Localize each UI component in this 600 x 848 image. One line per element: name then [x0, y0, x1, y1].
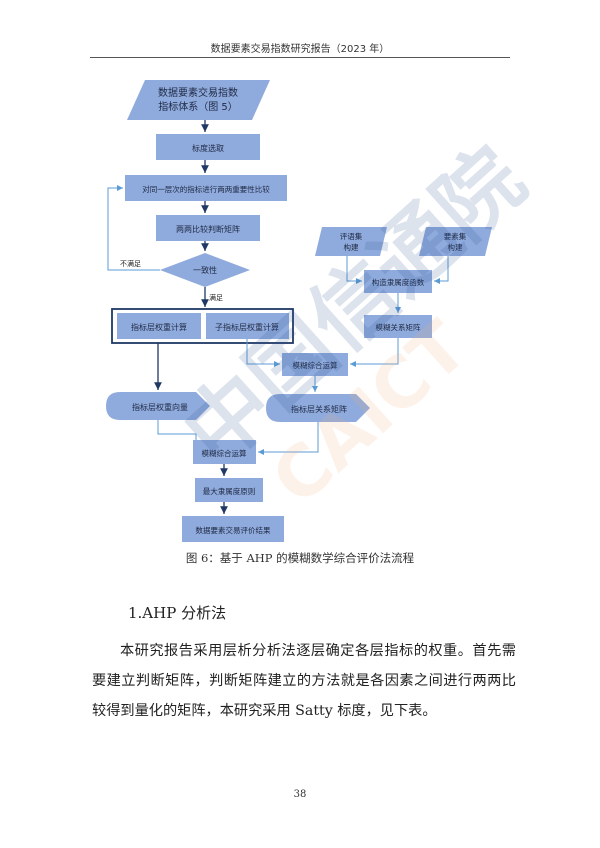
relation-matrix-label: 指标层关系矩阵 — [291, 404, 347, 414]
header-rule — [90, 57, 510, 58]
arrow-eval-membership — [346, 256, 362, 284]
body-paragraph: 本研究报告采用层析分析法逐层确定各层指标的权重。首先需要建立判断矩阵，判断矩阵建… — [92, 643, 516, 719]
start-node-shape — [127, 80, 270, 120]
fuzzy-matrix-label: 模糊关系矩阵 — [376, 322, 421, 332]
factor-set-shape — [419, 227, 492, 256]
result-label: 数据要素交易评价结果 — [196, 525, 271, 535]
weight-calc-shape — [117, 313, 201, 339]
page-number: 38 — [293, 789, 307, 800]
not-satisfied-label: 不满足 — [120, 259, 141, 268]
fuzzy-op1-label: 模糊综合运算 — [293, 360, 338, 370]
figure-caption: 图 6：基于 AHP 的模糊数学综合评价法流程 — [185, 551, 415, 565]
eval-set-shape — [315, 227, 387, 256]
compare-node-label: 对同一层次的指标进行两两重要性比较 — [142, 184, 270, 194]
weight-vector-label: 指标层权重向量 — [132, 402, 188, 412]
sub-weight-calc-label: 子指标层权重计算 — [215, 322, 279, 332]
section-title: 1.AHP 分析法 — [128, 604, 227, 622]
eval-set-label-2: 构建 — [344, 242, 359, 252]
arrow-fuzzy-op1 — [350, 338, 399, 367]
weight-calc-label: 指标层权重计算 — [131, 322, 187, 332]
fuzzy-op1-shape — [282, 353, 348, 376]
factor-set-label-1: 要素集 — [444, 231, 467, 241]
weight-vector-shape — [106, 392, 210, 420]
standard-node-label: 标度选取 — [192, 143, 224, 153]
flowchart: 数据要素交易指数 指标体系（图 5） 标度选取 对同一层次的指标进行两两重要性比… — [106, 80, 492, 542]
standard-node-shape — [156, 134, 260, 160]
arrow-factor-membership — [434, 256, 449, 284]
membership-label: 构造隶属度函数 — [372, 277, 425, 287]
start-node-label-2: 指标体系（图 5） — [158, 100, 238, 113]
consistency-node-shape — [160, 253, 250, 287]
start-node-label-1: 数据要素交易指数 — [158, 86, 238, 99]
relation-matrix-shape — [266, 394, 370, 422]
arrow-relation-op2 — [258, 422, 319, 455]
consistency-node-label: 一致性 — [193, 265, 217, 275]
max-membership-shape — [195, 478, 263, 502]
compare-node-shape — [125, 175, 287, 201]
max-membership-label: 最大隶属度原则 — [203, 486, 256, 496]
arrow-vector-op2 — [157, 420, 199, 448]
sub-weight-calc-shape — [206, 313, 289, 339]
page-header: 数据要素交易指数研究报告（2023 年） — [210, 44, 390, 55]
result-shape — [182, 516, 284, 542]
matrix-node-shape — [156, 215, 260, 241]
eval-set-label-1: 评语集 — [340, 231, 363, 241]
satisfied-label: 满足 — [209, 293, 223, 302]
fuzzy-op2-label: 模糊综合运算 — [202, 448, 247, 458]
feedback-loop-line — [107, 185, 160, 271]
matrix-node-label: 两两比较判断矩阵 — [176, 224, 240, 234]
arrow-sub-op1 — [246, 339, 280, 367]
fuzzy-op2-shape — [193, 440, 256, 464]
fuzzy-matrix-shape — [364, 315, 432, 338]
weight-group-frame — [111, 308, 294, 344]
membership-shape — [364, 270, 432, 293]
factor-set-label-2: 构建 — [448, 242, 463, 252]
